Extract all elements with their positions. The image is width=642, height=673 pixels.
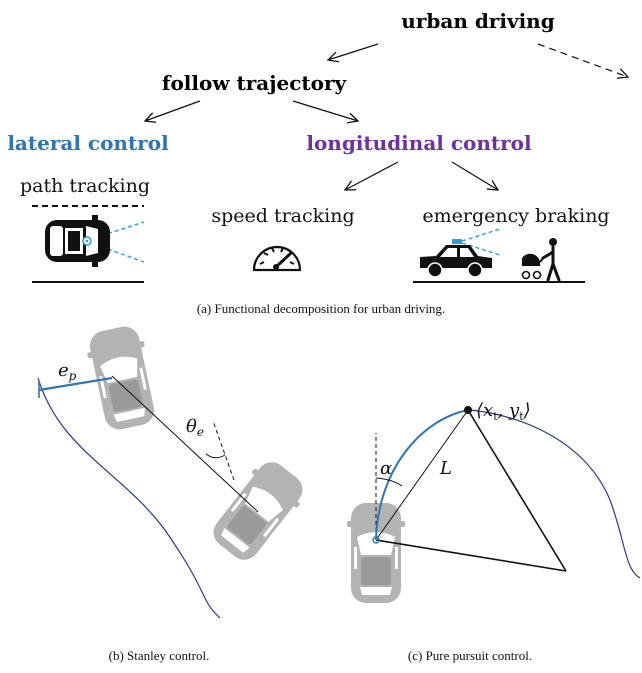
node-path-tracking: path tracking (20, 175, 150, 197)
label-ep: ep (58, 360, 77, 383)
front-axle-line (111, 375, 259, 513)
node-speed-tracking: speed tracking (211, 205, 354, 227)
node-follow-trajectory: follow trajectory (162, 71, 348, 95)
cross-track-error (38, 376, 113, 392)
edge-long-speed (345, 161, 399, 190)
node-urban-driving: urban driving (401, 9, 554, 33)
reference-path (469, 409, 641, 579)
triangle-side (467, 409, 567, 572)
edge-follow-lateral (145, 100, 201, 121)
label-theta-e: θe (186, 416, 204, 439)
reference-path (37, 377, 221, 619)
pure-pursuit-diagram: α L ⟨xt, yt⟩ (347, 400, 641, 603)
lookahead-line (375, 409, 469, 541)
edge-root-follow (328, 43, 379, 60)
node-lateral-control: lateral control (7, 131, 169, 155)
heading-line (212, 420, 235, 481)
speedometer-icon (252, 245, 302, 272)
decomposition-tree: urban driving follow trajectory lateral … (7, 9, 628, 283)
caption-a: (a) Functional decomposition for urban d… (197, 301, 445, 316)
node-longitudinal-control: longitudinal control (306, 131, 532, 155)
label-target-point: ⟨xt, yt⟩ (476, 400, 531, 423)
caption-c: (c) Pure pursuit control. (408, 648, 532, 663)
label-alpha: α (380, 458, 392, 479)
node-emergency-braking: emergency braking (422, 205, 609, 227)
stanley-diagram: ep θe (37, 323, 312, 619)
edge-long-emergency (451, 161, 498, 190)
edge-follow-longitudinal (292, 100, 358, 121)
pedestrian-stroller-icon (521, 238, 561, 282)
car-icon (204, 453, 312, 569)
car-icon (83, 323, 161, 433)
triangle-base (375, 539, 567, 572)
caption-b: (b) Stanley control. (109, 648, 210, 663)
car-side-icon (413, 228, 585, 283)
label-L: L (439, 458, 452, 479)
edge-root-dashed (537, 43, 628, 77)
car-top-icon (32, 205, 145, 283)
pursuit-arc (375, 409, 469, 541)
